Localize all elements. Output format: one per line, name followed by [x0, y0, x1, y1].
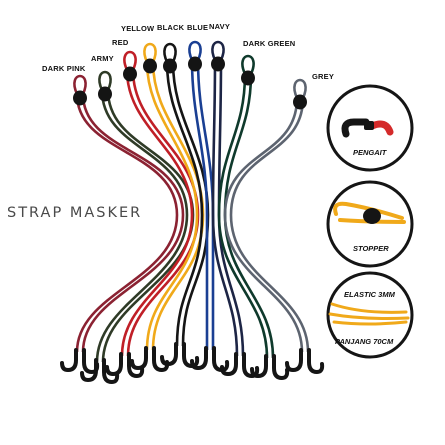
- label-dark-green: DARK GREEN: [243, 39, 296, 48]
- stopper: [293, 94, 307, 110]
- hook: [130, 346, 148, 371]
- strap-cord: [229, 97, 310, 353]
- strap-cord: [217, 73, 269, 359]
- callout-label-length: PANJANG 70CM: [335, 337, 394, 346]
- hook: [160, 342, 178, 367]
- strap-cord: [211, 59, 239, 357]
- stopper: [98, 86, 112, 102]
- label-grey: GREY: [312, 72, 335, 81]
- hook: [127, 352, 145, 379]
- strap-cord: [81, 93, 185, 353]
- strap-loop: [293, 78, 307, 99]
- hook: [272, 354, 290, 381]
- product-title: STRAP MASKER: [7, 205, 143, 221]
- strap-cord: [145, 61, 199, 351]
- strap-cord: [196, 59, 215, 350]
- stopper: [123, 66, 137, 82]
- strap-cord: [95, 89, 189, 363]
- callout-stopper: [326, 180, 414, 268]
- hook: [152, 346, 170, 373]
- strap-loop: [188, 40, 202, 61]
- label-navy: NAVY: [209, 22, 231, 31]
- hook: [220, 352, 238, 377]
- hook: [102, 358, 120, 385]
- strap-cord: [120, 69, 194, 357]
- hook: [250, 354, 268, 379]
- strap-cord: [190, 59, 209, 350]
- callout-label-stopper: STOPPER: [353, 244, 389, 253]
- stopper: [163, 58, 177, 74]
- stopper: [73, 90, 87, 106]
- strap-hooks: [60, 342, 325, 385]
- stopper: [188, 56, 202, 72]
- stopper: [241, 70, 255, 86]
- stopper: [143, 58, 157, 74]
- strap-cord: [75, 93, 179, 353]
- strap-loop: [211, 40, 225, 61]
- strap-cords: [73, 40, 310, 363]
- hook: [285, 348, 303, 373]
- callout-elastic: [326, 271, 414, 359]
- strap-loop: [73, 74, 87, 95]
- strap-stoppers: [73, 56, 307, 110]
- strap-loop: [241, 54, 255, 75]
- hook: [80, 358, 98, 383]
- hook: [60, 348, 78, 373]
- stopper: [211, 56, 225, 72]
- hook: [307, 348, 325, 375]
- hook: [190, 346, 208, 371]
- label-yellow: YELLOW: [121, 24, 155, 33]
- label-blue: BLUE: [187, 23, 209, 32]
- label-black: BLACK: [157, 23, 185, 32]
- callout-pengait: [326, 84, 414, 172]
- strap-loop: [163, 42, 177, 63]
- label-army: ARMY: [91, 54, 114, 63]
- hook: [242, 352, 260, 379]
- strap-loop: [143, 42, 157, 63]
- strap-cord: [223, 97, 304, 353]
- callout-label-pengait: PENGAIT: [353, 148, 387, 157]
- label-red: RED: [112, 38, 129, 47]
- strap-cord: [165, 61, 204, 347]
- callout-label-elastic: ELASTIC 3MM: [344, 290, 395, 299]
- label-dark-pink: DARK PINK: [42, 64, 86, 73]
- strap-loop: [98, 70, 112, 91]
- strap-loop: [123, 50, 137, 71]
- hook: [105, 352, 123, 377]
